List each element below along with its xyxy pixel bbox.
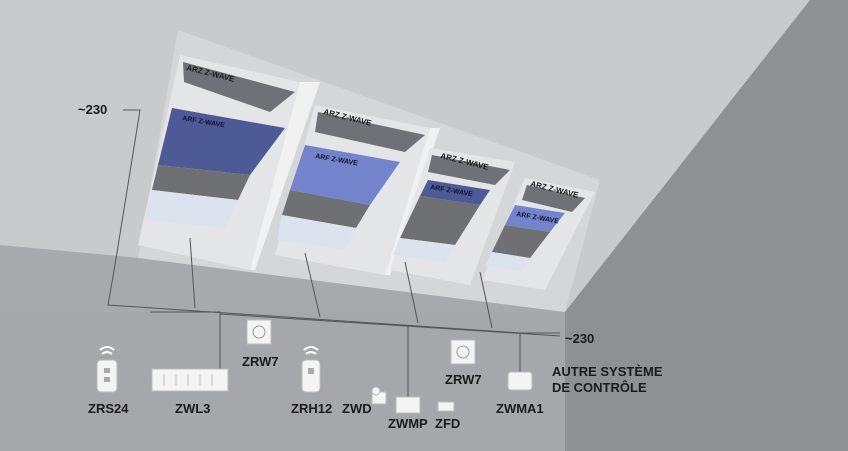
zrs24-remote	[96, 346, 118, 393]
zwl3-switch-panel	[151, 368, 229, 392]
voltage-left-label: ~230	[78, 102, 107, 117]
zfd-detector	[437, 401, 455, 412]
right-wall	[565, 0, 848, 451]
zrh12-label: ZRH12	[291, 401, 332, 416]
zfd-label: ZFD	[435, 416, 460, 431]
zwd-sensor	[371, 386, 387, 405]
zwma1-module	[507, 371, 533, 391]
lower-wall	[0, 245, 565, 312]
other-system-label-line1: AUTRE SYSTÈME	[552, 364, 663, 379]
zwmp-label: ZWMP	[388, 416, 428, 431]
roof-window-2	[275, 105, 440, 275]
voltage-right-label: ~230	[565, 331, 594, 346]
roof-window-3	[390, 148, 515, 285]
zwd-label: ZWD	[342, 401, 372, 416]
roof-window-1	[138, 55, 320, 270]
zrh12-remote	[301, 346, 321, 393]
other-system-label-line2: DE CONTRÔLE	[552, 380, 647, 395]
zrw7-right-switch	[450, 339, 476, 365]
zrs24-label: ZRS24	[88, 401, 129, 416]
floor-wall	[0, 312, 565, 451]
zwl3-label: ZWL3	[175, 401, 210, 416]
zwmp-module	[395, 396, 421, 414]
zwma1-label: ZWMA1	[496, 401, 544, 416]
zrw7-left-switch	[246, 319, 272, 345]
zrw7-right-label: ZRW7	[445, 372, 482, 387]
roof-window-4	[482, 178, 595, 290]
wiring	[107, 109, 561, 398]
zrw7-left-label: ZRW7	[242, 354, 279, 369]
